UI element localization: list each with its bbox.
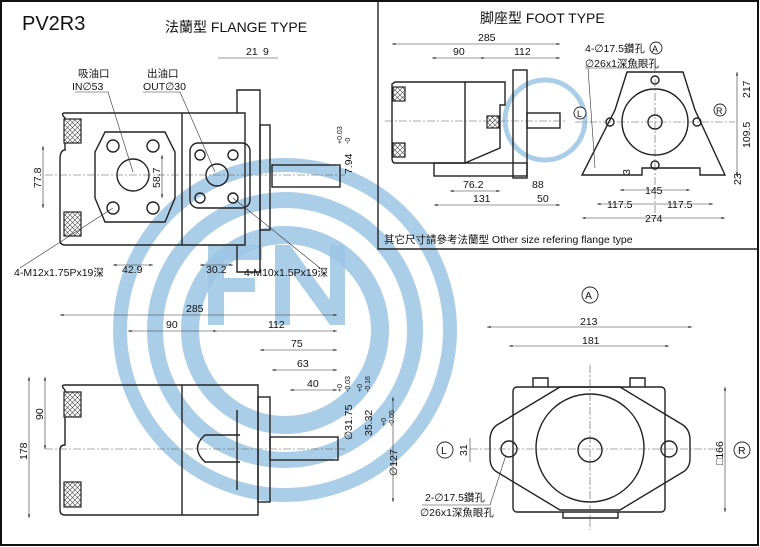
right-port-marker-front: R [733,441,751,459]
dim-58-7: 58.7 [151,167,163,188]
front-spotface-note: ∅26x1深魚眼孔 [420,506,494,519]
dim-117-5-right: 117.5 [667,199,693,211]
pilot-tol-plus: +0 [381,418,388,426]
foot-spotface-note: ∅26x1深魚眼孔 [585,57,659,70]
dim-76-2: 76.2 [463,179,484,191]
dim-40: 40 [307,378,319,390]
inlet-size: IN∅53 [72,81,103,93]
dim-112: 112 [514,46,531,58]
dim-109-5: 109.5 [741,122,753,148]
dim-77-8: 77.8 [32,167,44,188]
side-view: 285 90 112 75 63 40 178 90 ∅31.75 +0 -0.… [18,303,400,518]
foot-note: 其它尺寸請參考法蘭型 Other size refering flange ty… [384,233,633,246]
dim-145: 145 [645,185,663,197]
dim-178: 178 [18,442,30,460]
dim-88: 88 [532,179,544,191]
shaft-tol-minus: -0.03 [345,376,352,392]
dim-285: 285 [478,32,496,44]
left-port-marker-front: L [436,441,454,459]
dim-90: 90 [453,46,465,58]
view-a-marker: A [649,41,663,55]
left-port-marker: L [573,106,587,120]
key-tol-plus: +0 [357,384,364,392]
foot-holes-note: 4-∅17.5鑽孔 [585,42,645,55]
dim-50: 50 [537,193,549,205]
dim-square-166: □166 [714,441,726,465]
model-title: PV2R3 [22,13,85,35]
svg-text:L: L [577,109,582,119]
svg-text:R: R [738,445,746,457]
outlet-label-cn: 出油口 [147,67,179,80]
inlet-thread-note: 4-M12x1.75Px19深 [14,267,104,279]
dim-30-2: 30.2 [206,264,227,276]
dim-21: 21 [246,46,258,58]
dim-31: 31 [458,444,470,456]
key-tol-plus: +0.03 [337,126,344,144]
dim-90-vertical: 90 [34,408,46,420]
dim-63: 63 [297,358,309,370]
inlet-label-cn: 吸油口 [78,67,110,80]
dim-90: 90 [166,319,178,331]
dim-9: 9 [263,46,269,58]
key-height: 35.32 [363,410,375,436]
flange-title: 法蘭型 FLANGE TYPE [165,19,307,35]
pilot-diameter: ∅127 [388,449,400,476]
watermark-letter-f [208,245,262,325]
dim-131: 131 [473,193,491,205]
svg-text:A: A [585,290,592,302]
shaft-tol-plus: +0 [337,384,344,392]
svg-text:L: L [441,445,447,457]
key-width-dim: 7.94 [343,153,355,174]
key-tol-minus: -0 [345,138,352,144]
dim-285: 285 [186,303,204,315]
pilot-tol-minus: -0.05 [389,410,396,426]
outlet-size: OUT∅30 [143,81,186,93]
dim-112: 112 [268,319,285,331]
panel-divider [377,1,758,250]
front-view: A L R 213 181 31 □166 2-∅17.5鑽孔 ∅26x1深魚眼… [420,286,751,530]
svg-text:R: R [716,106,723,116]
dim-75: 75 [291,338,303,350]
dim-213: 213 [580,316,598,328]
shaft-diameter: ∅31.75 [343,404,355,440]
dim-42-9: 42.9 [122,264,143,276]
flange-type-view: PV2R3 法蘭型 FLANGE TYPE 21 9 吸油口 IN∅53 出油口… [14,13,355,279]
outlet-thread-note: 4-M10x1.5Px19深 [244,267,328,279]
foot-type-view: 脚座型 FOOT TYPE 285 90 112 76.2 131 88 50 [384,10,753,246]
right-port-marker: R [713,103,727,117]
dim-217: 217 [741,80,753,98]
dim-274: 274 [645,213,663,225]
key-tol-minus: -0.16 [365,376,372,392]
svg-text:A: A [652,44,658,54]
dim-181: 181 [582,335,600,347]
dim-23: 23 [732,173,744,185]
front-holes-note: 2-∅17.5鑽孔 [425,491,485,504]
dim-117-5-left: 117.5 [607,199,633,211]
view-a-marker-front: A [581,286,599,304]
dim-3: 3 [621,169,633,175]
foot-title: 脚座型 FOOT TYPE [480,10,605,26]
watermark-letter-n [275,245,345,325]
